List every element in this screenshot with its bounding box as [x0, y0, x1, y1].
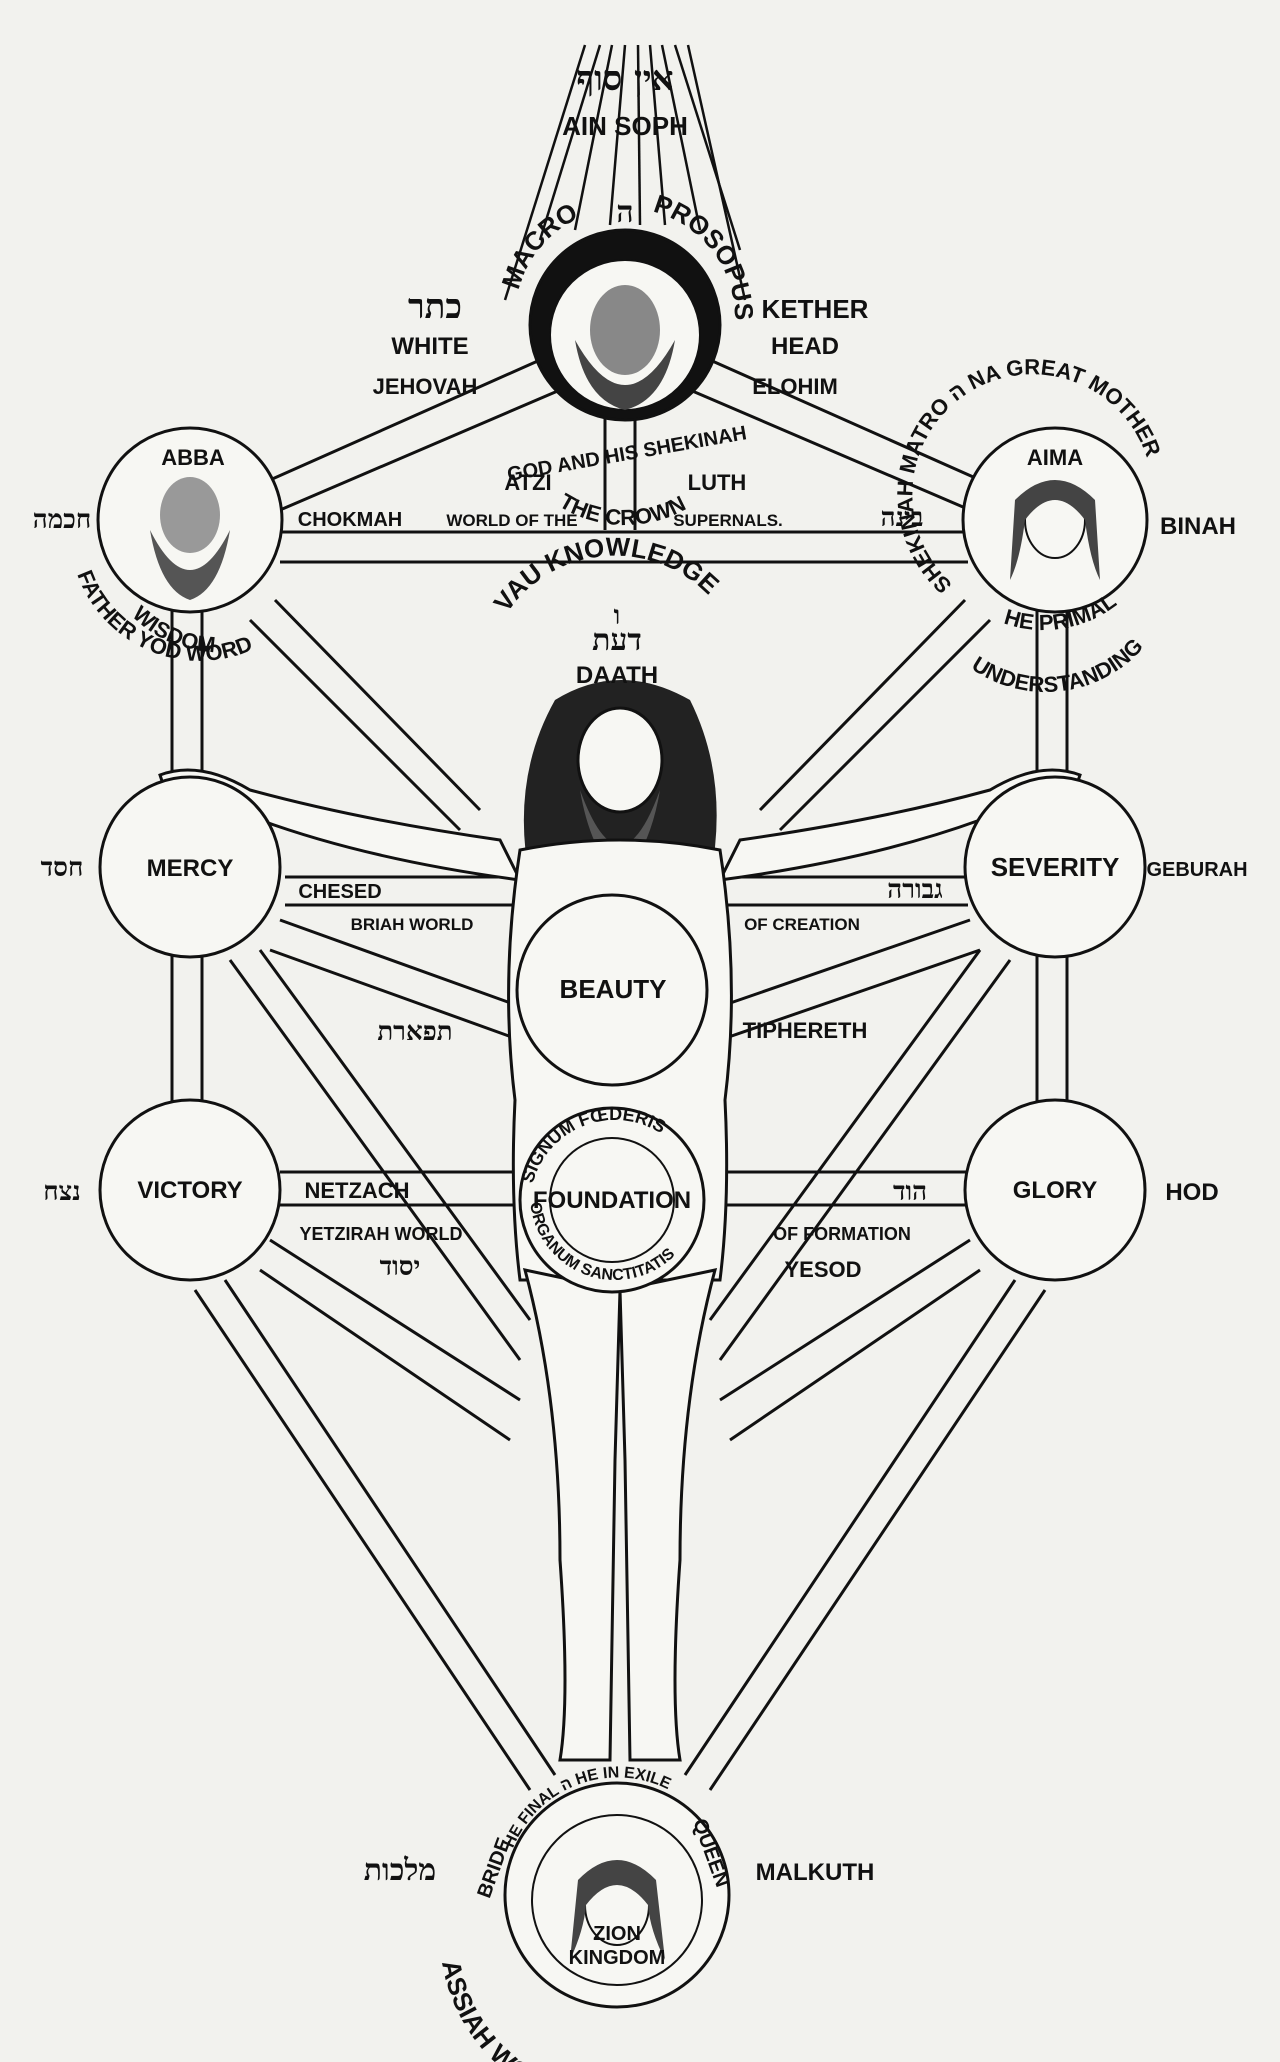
yesod-hebrew: יסוד — [380, 1252, 421, 1282]
tiphereth-hebrew: תפארת — [377, 1017, 452, 1047]
kether-left-1: WHITE — [391, 333, 468, 360]
daath-hebrew: דעת — [592, 623, 642, 658]
chesed-label: MERCY — [147, 855, 234, 882]
hod-name: HOD — [1165, 1179, 1218, 1206]
netzach-name: NETZACH — [304, 1178, 409, 1203]
daath-vau: ו — [614, 601, 621, 631]
geburah-label: SEVERITY — [991, 852, 1120, 882]
chesed-hebrew: חסד — [41, 853, 84, 883]
paths — [170, 358, 1069, 1791]
chesed-node — [98, 775, 282, 959]
tiphereth-name: TIPHERETH — [743, 1018, 868, 1043]
ain-soph-label: AIN SOPH — [562, 111, 688, 141]
kether-right-1: KETHER — [762, 294, 869, 324]
chokmah-hebrew: חכמה — [33, 505, 91, 535]
ain-soph-hebrew: אין סוף — [577, 59, 674, 99]
daath-arc: VAU KNOWLEDGE — [488, 531, 726, 617]
binah-node — [961, 426, 1149, 614]
netzach-node — [98, 1098, 282, 1282]
tiphereth-label: BEAUTY — [560, 974, 667, 1004]
atziluth-world-right: SUPERNALS. — [673, 511, 783, 530]
malkuth-bottom-2: KINGDOM — [569, 1947, 666, 1969]
daath-name: DAATH — [576, 662, 658, 689]
chokmah-top: ABBA — [161, 445, 225, 470]
binah-name: BINAH — [1160, 513, 1236, 540]
malkuth-node — [503, 1781, 731, 2009]
atziluth-world-left: WORLD OF THE — [446, 511, 577, 530]
binah-arc-2: UNDERSTANDING — [968, 633, 1148, 697]
hod-label: GLORY — [1013, 1177, 1097, 1204]
geburah-name: GEBURAH — [1146, 859, 1247, 881]
netzach-hebrew: נצח — [43, 1177, 80, 1207]
kether-right-3: ELOHIM — [752, 374, 838, 399]
chokmah-name: CHOKMAH — [298, 509, 402, 531]
ain-soph-rays — [503, 44, 747, 301]
chokmah-node — [96, 426, 284, 614]
kether-node — [528, 228, 722, 422]
malkuth-hebrew: מלכות — [364, 1853, 436, 1888]
malkuth-bottom-1: ZION — [593, 1923, 641, 1945]
kether-left-2: JEHOVAH — [373, 374, 478, 399]
binah-hebrew: בינה — [881, 503, 924, 533]
geburah-hebrew: גבורה — [887, 875, 943, 905]
netzach-label: VICTORY — [137, 1177, 242, 1204]
tiphereth-node — [515, 893, 709, 1087]
geburah-node — [963, 775, 1147, 959]
kether-hebrew: כתר — [408, 287, 462, 327]
binah-top: AIMA — [1027, 445, 1083, 470]
yesod-label: FOUNDATION — [533, 1187, 691, 1214]
hod-hebrew: הוד — [893, 1177, 927, 1207]
formation-world: OF FORMATION — [773, 1224, 911, 1244]
kether-right-2: HEAD — [771, 333, 839, 360]
briah-world: BRIAH WORLD — [351, 915, 474, 934]
creation-world: OF CREATION — [744, 915, 860, 934]
crown-arc-letter: ה — [616, 195, 633, 230]
chesed-name: CHESED — [298, 881, 381, 903]
yetzirah-world: YETZIRAH WORLD — [300, 1224, 463, 1244]
yesod-name: YESOD — [784, 1257, 861, 1282]
yesod-node — [518, 1106, 706, 1294]
malkuth-name: MALKUTH — [756, 1859, 875, 1886]
atziluth-right: LUTH — [688, 470, 747, 495]
hod-node — [963, 1098, 1147, 1282]
atziluth-left: ATZI — [504, 470, 551, 495]
